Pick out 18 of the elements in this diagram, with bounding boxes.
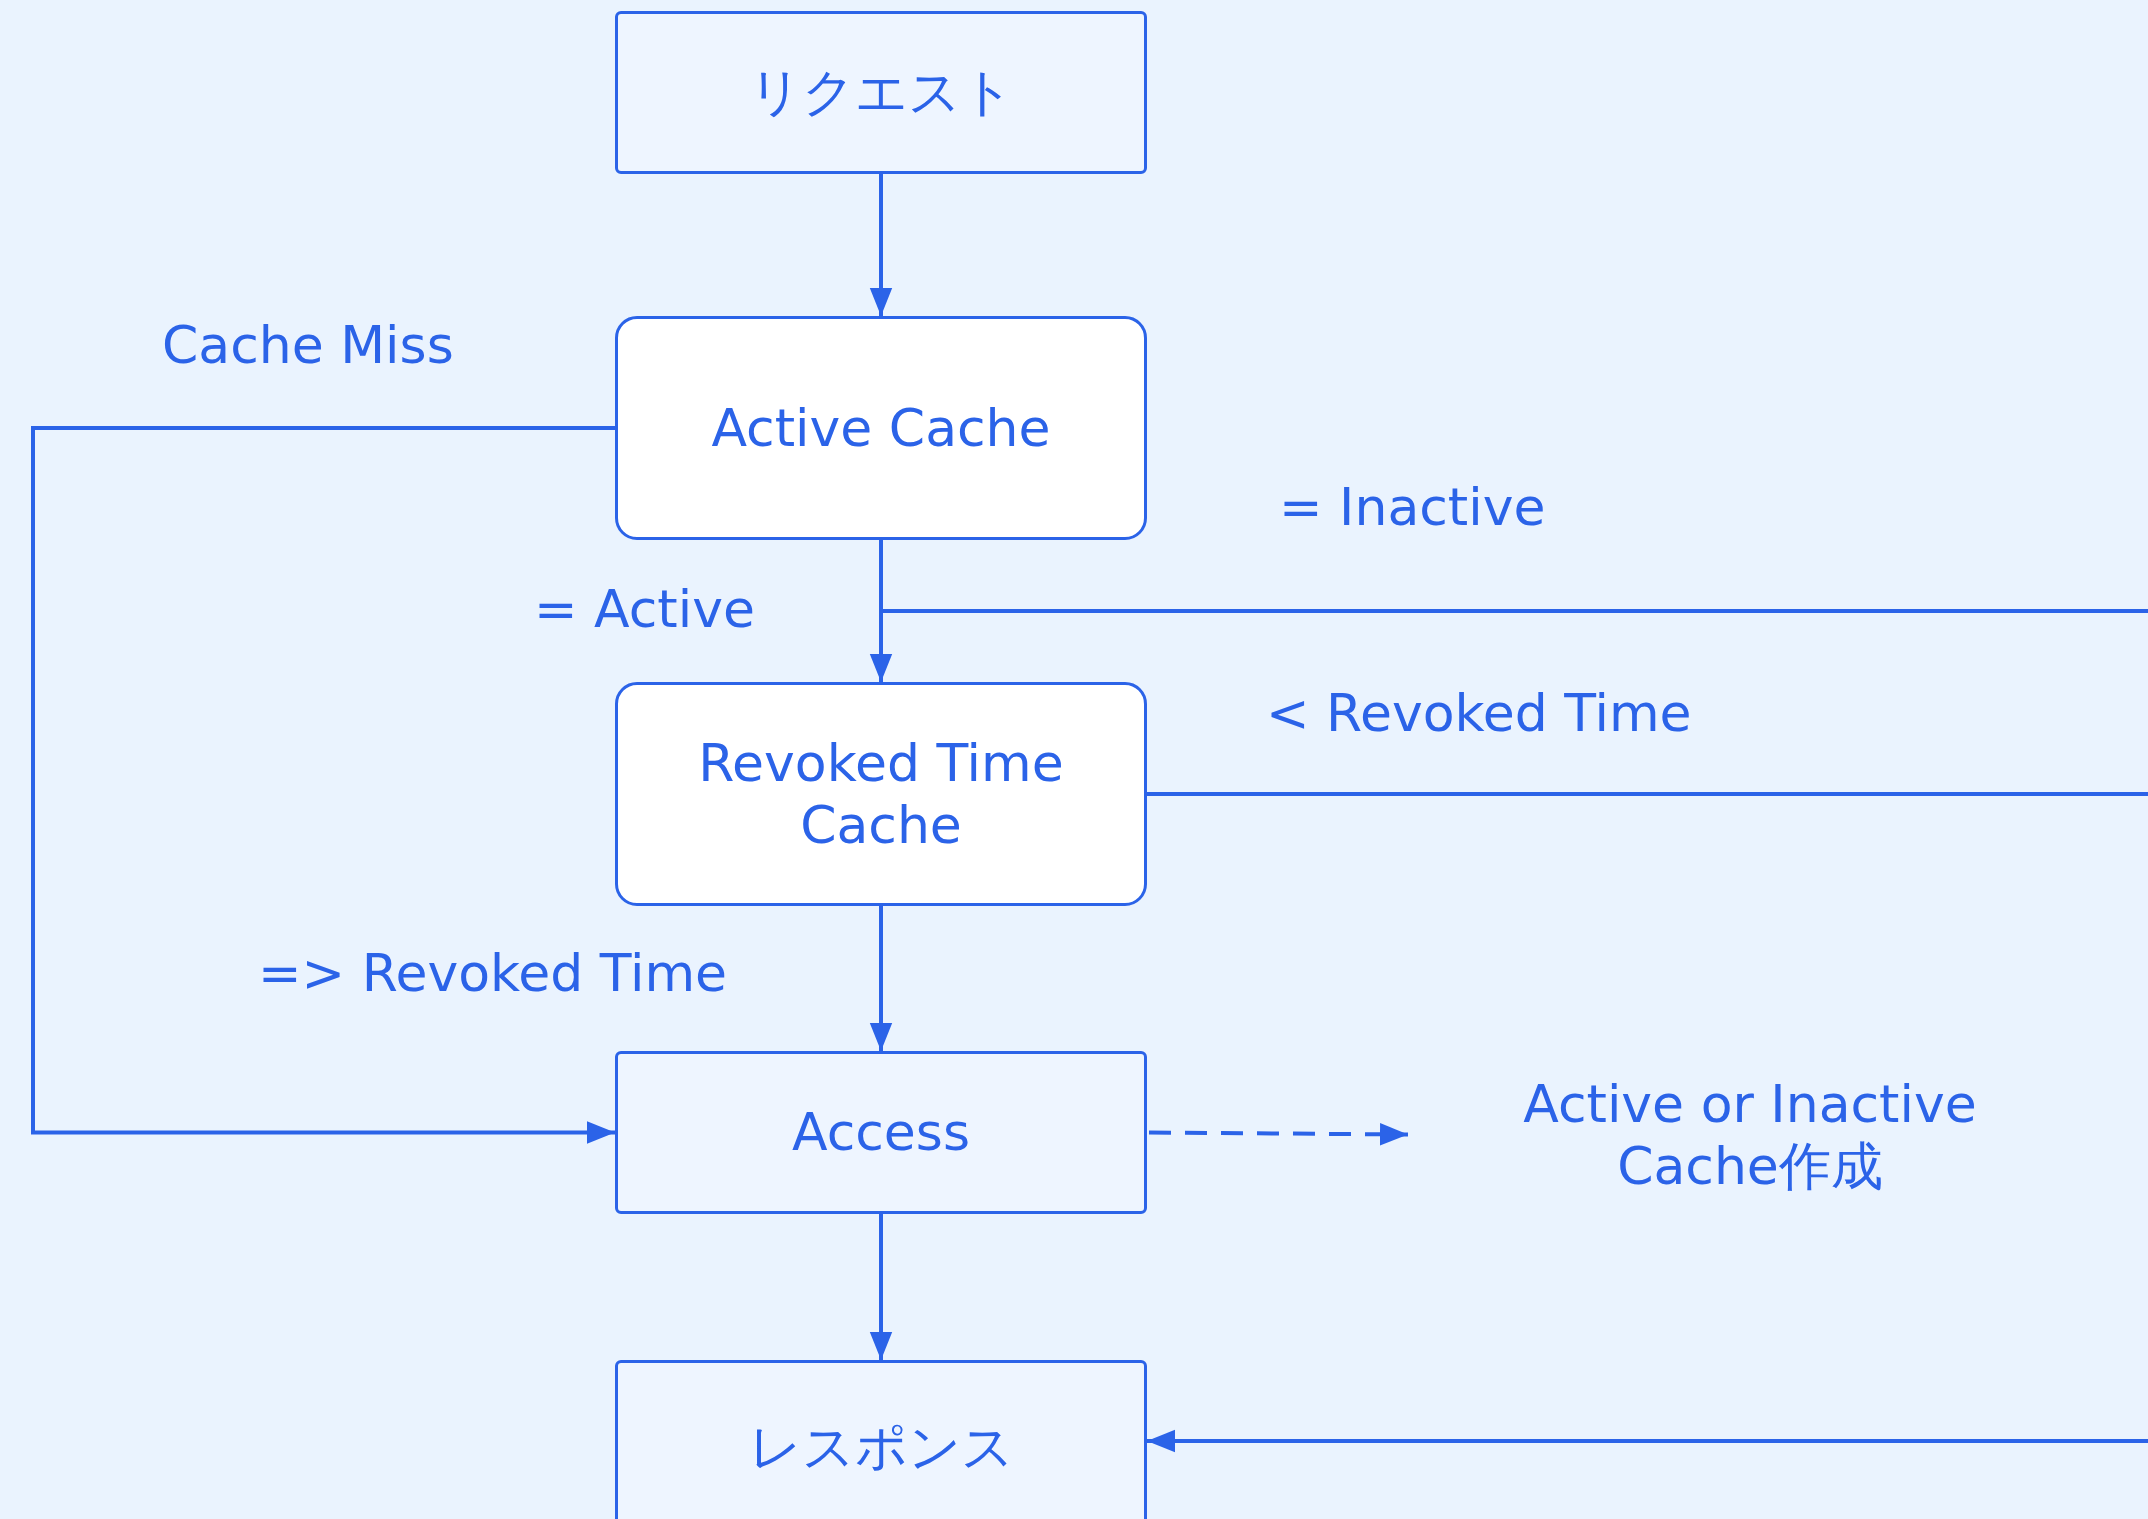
process-box (615, 1360, 1147, 1519)
process-box (615, 682, 1147, 906)
process-box (615, 11, 1147, 174)
node-label: レスポンス (748, 1416, 1014, 1479)
arrow (869, 174, 893, 316)
arrow (31, 426, 615, 1144)
node-label: リクエスト (748, 61, 1014, 124)
process-box (615, 316, 1147, 540)
node-label: Revoked Time Cache (697, 731, 1065, 857)
node-label: Access (792, 1101, 970, 1164)
arrow (869, 906, 893, 1051)
connector-line (1147, 792, 2148, 796)
dashed-arrow (1149, 1123, 1408, 1146)
arrow (869, 1214, 893, 1360)
arrow (1147, 1429, 2148, 1453)
process-box (615, 1051, 1147, 1214)
note-text: Active or Inactive Cache作成 (1522, 1072, 1978, 1198)
node-label: Active Cache (711, 396, 1051, 460)
